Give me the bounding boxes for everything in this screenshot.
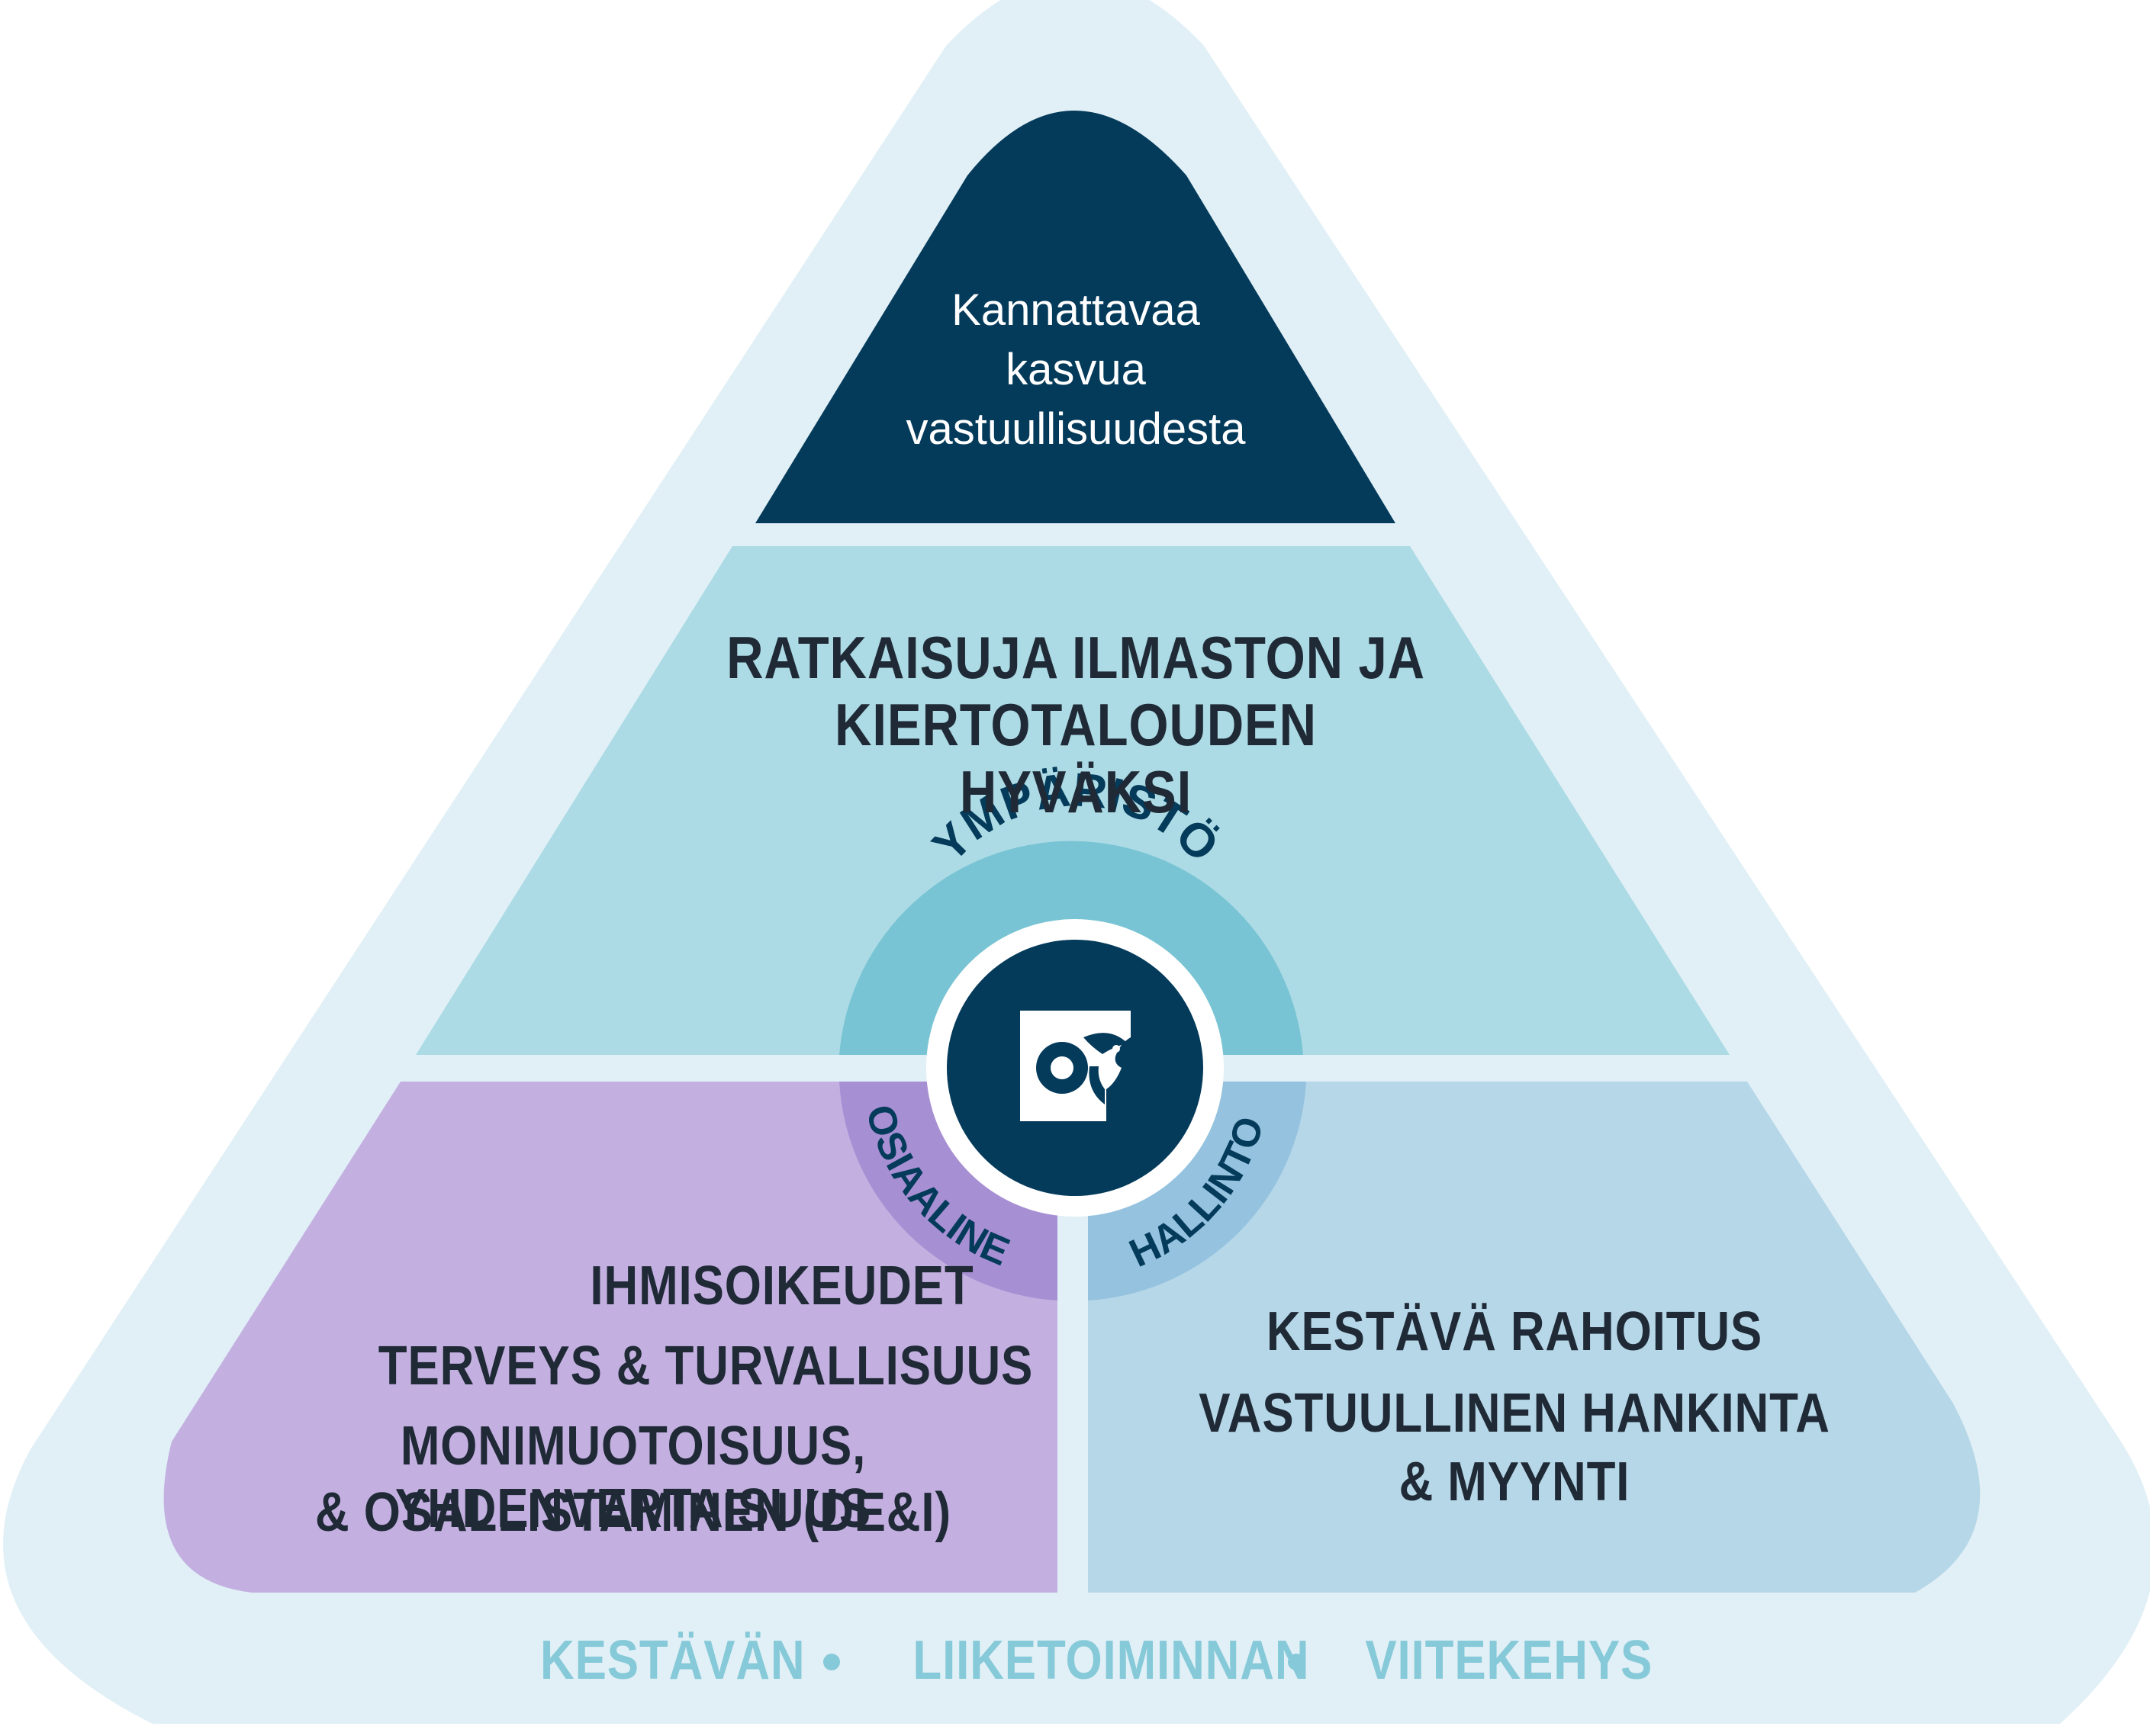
governance-text-line-3: & MYYNTI	[1398, 1451, 1630, 1513]
governance-text-line-1: KESTÄVÄ RAHOITUS	[1266, 1301, 1763, 1362]
social-text-line-1: IHMISOIKEUDET	[590, 1255, 974, 1316]
footer-word-3: VIITEKEHYS	[1365, 1630, 1653, 1691]
social-section	[163, 1082, 1058, 1593]
top-text-line-3: vastuullisuudesta	[906, 404, 1246, 454]
governance-text-line-2: VASTUULLINEN HANKINTA	[1199, 1383, 1830, 1444]
environment-text-line-2: KIERTOTALOUDEN HYVÄKSI	[835, 691, 1317, 825]
social-text-line-2: TERVEYS & TURVALLISUUS	[378, 1336, 1034, 1397]
governance-section	[1088, 1082, 1981, 1593]
social-text-line-3: MONIMUOTOISUUS, YHDENVERTAISUUS	[394, 1416, 872, 1539]
footer-separator-dot	[823, 1654, 840, 1670]
footer-word-1: KESTÄVÄN	[540, 1630, 806, 1691]
footer-word-2: LIIKETOIMINNAN	[912, 1630, 1310, 1691]
top-text-line-1: Kannattavaa	[951, 285, 1200, 335]
environment-section	[416, 546, 1730, 1055]
company-logo-icon	[1020, 1011, 1131, 1121]
social-text-line-4: & OSALLISTAMINEN (DE&I)	[315, 1482, 951, 1543]
top-section	[755, 111, 1395, 523]
footer-separator-dot	[1288, 1654, 1305, 1670]
environment-text-line-1: RATKAISUJA ILMASTON JA	[726, 624, 1425, 691]
top-text-line-2: kasvua	[1006, 345, 1146, 394]
